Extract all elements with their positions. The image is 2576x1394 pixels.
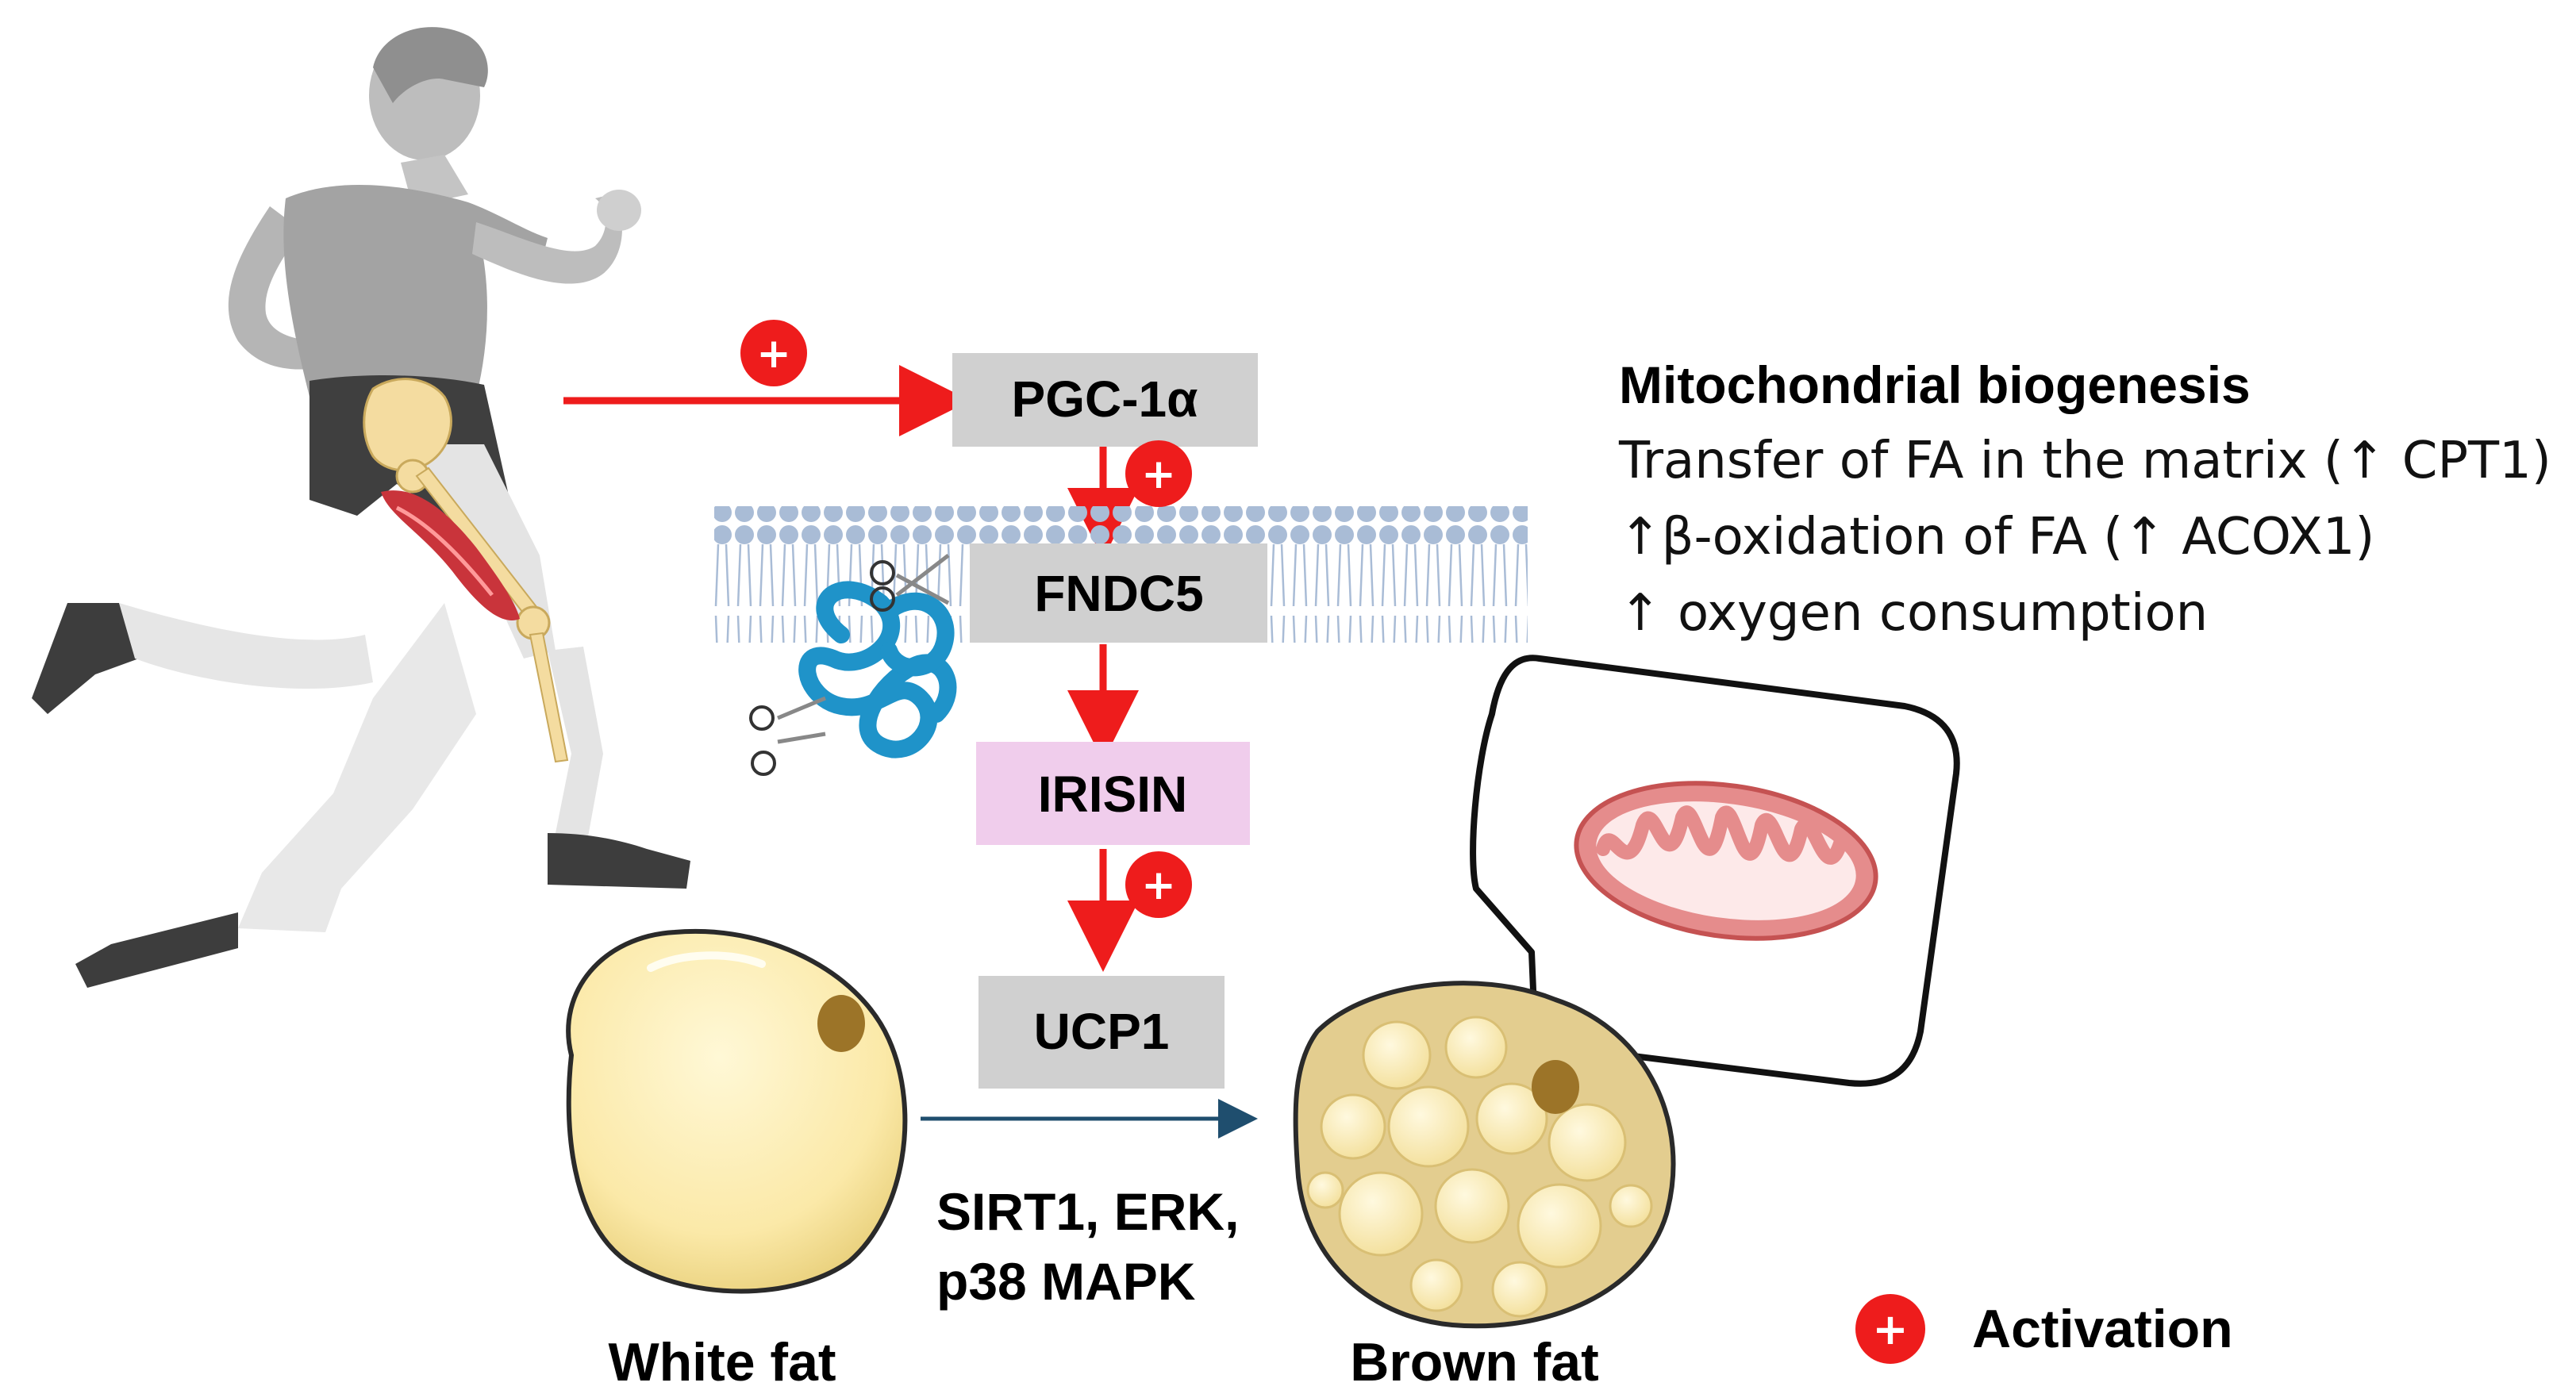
irisin-label: IRISIN (1038, 766, 1187, 823)
mitochondrion-icon (1574, 781, 1878, 941)
front-shoe-icon (548, 833, 690, 889)
white-adipocyte-icon (566, 928, 908, 1294)
svg-text:+: + (1872, 1304, 1908, 1354)
effect-item: Transfer of FA in the matrix (↑ CPT1) (1618, 432, 2551, 490)
plus-circle-icon: + (1125, 440, 1192, 507)
svg-text:+: + (1141, 451, 1176, 498)
fndc5-label: FNDC5 (1034, 565, 1203, 622)
effects-title: Mitochondrial biogenesis (1619, 355, 2251, 414)
legend-activation-label: Activation (1972, 1299, 2233, 1359)
runner-icon (32, 27, 690, 988)
white-fat-label: White fat (608, 1332, 836, 1392)
scissors-icon (749, 696, 826, 776)
brown-fat-label: Brown fat (1350, 1332, 1599, 1392)
fndc5-box: FNDC5 (970, 543, 1267, 643)
svg-text:+: + (756, 330, 791, 378)
mediators-line2: p38 MAPK (936, 1252, 1196, 1311)
irisin-box: IRISIN (976, 742, 1250, 845)
pgc1a-box: PGC-1α (952, 353, 1258, 447)
pelvis-bone-icon (363, 378, 452, 493)
brown-adipocyte-icon (1293, 981, 1676, 1329)
plus-circle-icon: + (1125, 851, 1192, 918)
pgc1a-label: PGC-1α (1012, 371, 1198, 428)
back-shoe-icon (75, 912, 238, 988)
mediators-line1: SIRT1, ERK, (936, 1182, 1239, 1241)
ucp1-box: UCP1 (978, 976, 1225, 1089)
svg-text:+: + (1141, 862, 1176, 909)
ucp1-label: UCP1 (1034, 1003, 1170, 1060)
scissors-icon (870, 554, 950, 612)
effect-item: ↑β-oxidation of FA (↑ ACOX1) (1619, 508, 2374, 566)
plus-circle-icon: + (1855, 1294, 1925, 1364)
legend: + Activation (1855, 1294, 2233, 1364)
plus-circle-icon: + (740, 320, 807, 386)
effect-item: ↑ oxygen consumption (1619, 584, 2208, 643)
